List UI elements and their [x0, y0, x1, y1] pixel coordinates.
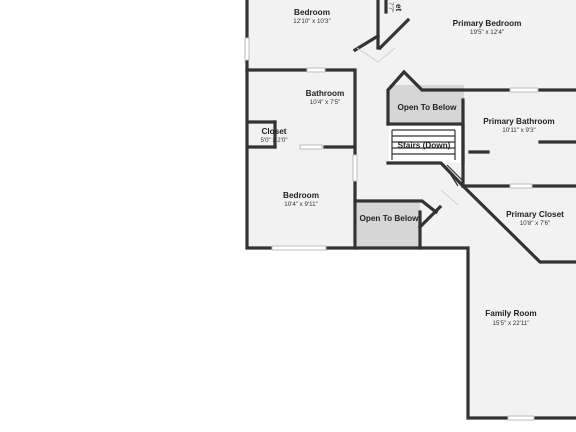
- room-name-open-below-1: Open To Below: [398, 103, 458, 112]
- room-name-bedroom-top: Bedroom: [294, 8, 330, 17]
- room-name-family-room: Family Room: [485, 309, 536, 318]
- room-dim-bedroom-top: 12'10" x 10'3": [293, 18, 330, 25]
- room-name-primary-bedroom: Primary Bedroom: [453, 19, 522, 28]
- floor-areas: [247, 0, 576, 418]
- room-name-bathroom: Bathroom: [306, 89, 345, 98]
- room-dim-bedroom-bottom: 10'4" x 9'11": [284, 201, 317, 208]
- room-name-open-below-2: Open To Below: [360, 214, 420, 223]
- room-dim-primary-closet: 10'8" x 7'6": [520, 220, 551, 227]
- room-dim-primary-bathroom: 10'11" x 9'3": [502, 127, 535, 134]
- windows: [244, 37, 539, 421]
- room-name-stairs: Stairs (Down): [398, 141, 451, 150]
- room-name-primary-bathroom: Primary Bathroom: [483, 117, 554, 126]
- walls: [245, 0, 576, 420]
- cutoff-label-bottom: 7'7": [387, 2, 394, 12]
- room-dim-closet: 5'0" x 2'0": [260, 137, 287, 144]
- doors: [356, 47, 459, 206]
- stairs-treads: [389, 123, 463, 187]
- room-dim-family-room: 15'5" x 22'11": [493, 320, 530, 327]
- room-labels: Bedroom 12'10" x 10'3" Primary Bedroom 1…: [260, 2, 564, 327]
- room-name-primary-closet: Primary Closet: [506, 210, 564, 219]
- room-name-closet: Closet: [261, 127, 286, 136]
- room-name-bedroom-bottom: Bedroom: [283, 191, 319, 200]
- room-dim-primary-bedroom: 19'5" x 12'4": [470, 29, 504, 36]
- room-dim-bathroom: 10'4" x 7'5": [310, 99, 341, 106]
- cutoff-label-top: et: [394, 4, 403, 12]
